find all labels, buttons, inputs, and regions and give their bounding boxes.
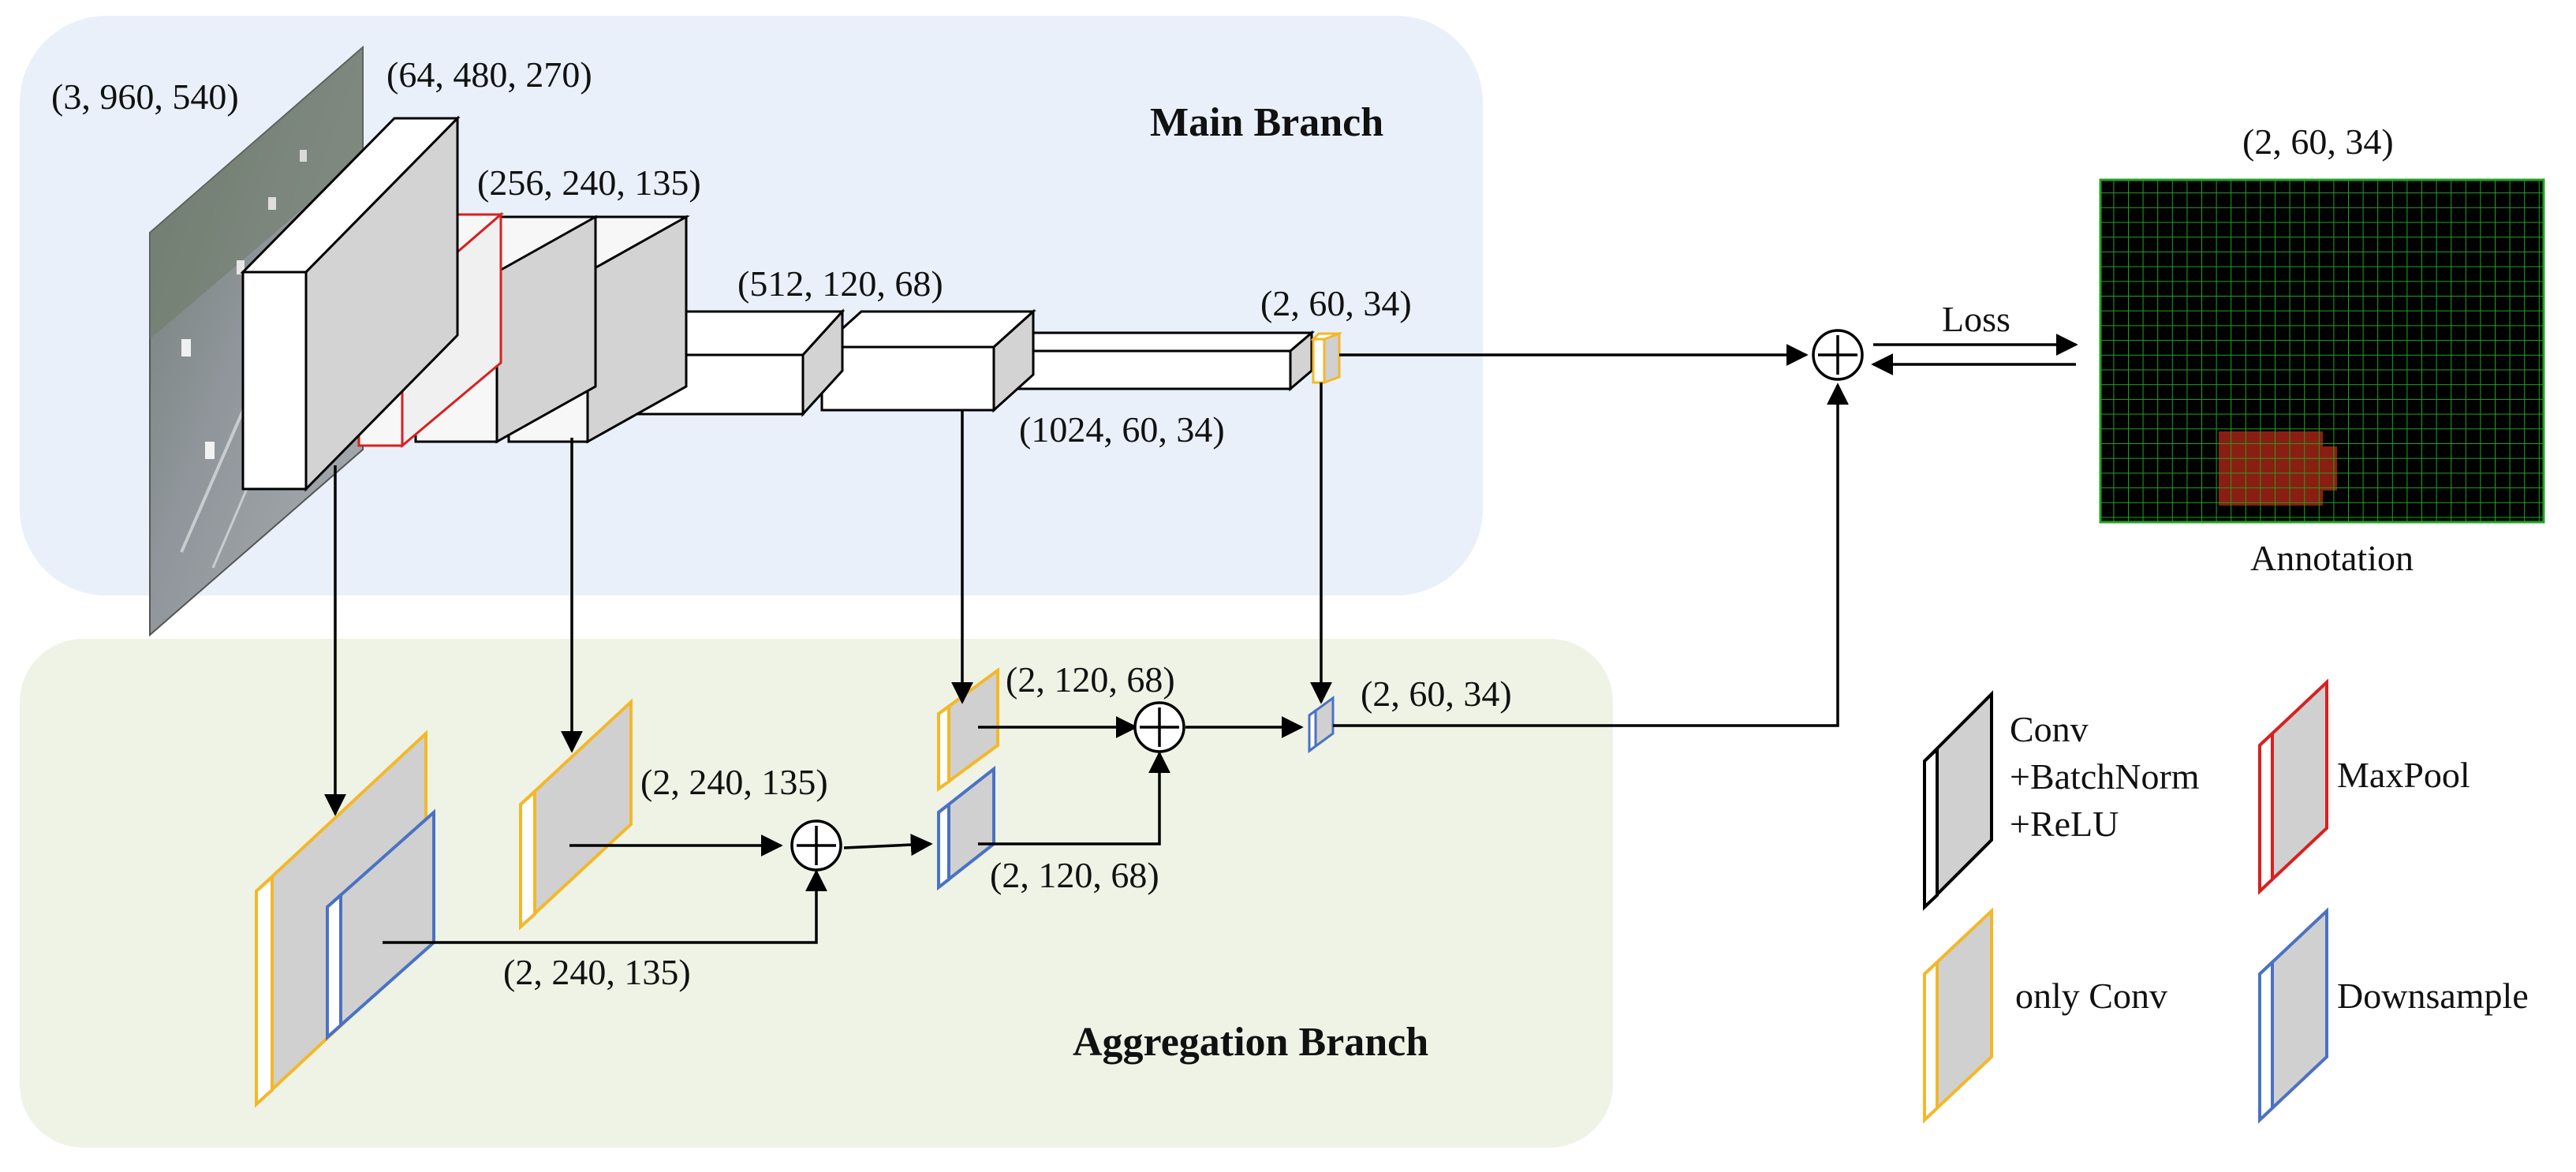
label-agg1-shape: (2, 240, 135) bbox=[503, 952, 691, 992]
label-input-shape: (3, 960, 540) bbox=[51, 77, 239, 117]
label-main-output-shape: (2, 60, 34) bbox=[1260, 283, 1412, 323]
label-agg3-bottom-shape: (2, 120, 68) bbox=[990, 855, 1159, 895]
loss-label: Loss bbox=[1942, 299, 2010, 339]
legend-downsample-label: Downsample bbox=[2337, 976, 2529, 1016]
annotation-grid bbox=[2099, 178, 2545, 524]
legend-conv-bn-relu-swatch bbox=[1923, 690, 1993, 911]
aggregation-branch-title: Aggregation Branch bbox=[1073, 1020, 1428, 1065]
legend-conv-line2: +BatchNorm bbox=[2010, 756, 2200, 797]
legend-downsample-swatch bbox=[2258, 907, 2328, 1124]
sum-node-2 bbox=[1133, 701, 1185, 753]
label-annotation-shape: (2, 60, 34) bbox=[2242, 121, 2394, 162]
legend-only-conv-swatch bbox=[1923, 907, 1993, 1124]
agg-block-3-downsample bbox=[937, 765, 995, 891]
label-agg4-shape: (2, 60, 34) bbox=[1361, 674, 1512, 714]
main-block-conv3b bbox=[819, 308, 1036, 413]
main-branch-title: Main Branch bbox=[1150, 100, 1383, 145]
agg-block-2-conv bbox=[519, 698, 633, 931]
main-block-output bbox=[1310, 331, 1342, 385]
label-conv1-shape: (64, 480, 270) bbox=[386, 54, 592, 95]
annotation-caption: Annotation bbox=[2250, 538, 2414, 578]
sum-node-final bbox=[1812, 329, 1864, 381]
label-agg3-top-shape: (2, 120, 68) bbox=[1006, 659, 1175, 700]
agg-block-3-conv bbox=[937, 667, 999, 792]
label-conv2-shape: (256, 240, 135) bbox=[477, 162, 701, 203]
legend-maxpool-swatch bbox=[2258, 678, 2328, 895]
sum-node-1 bbox=[790, 819, 842, 872]
legend-maxpool-label: MaxPool bbox=[2337, 755, 2470, 795]
legend-conv-line3: +ReLU bbox=[2010, 804, 2119, 844]
main-block-conv4 bbox=[1002, 330, 1316, 392]
legend-only-conv-label: only Conv bbox=[2015, 976, 2167, 1016]
main-block-conv1 bbox=[240, 115, 461, 492]
label-conv3-shape: (512, 120, 68) bbox=[737, 263, 943, 304]
label-agg2-shape: (2, 240, 135) bbox=[640, 762, 828, 802]
connection-arrows bbox=[324, 334, 2078, 944]
legend-conv-line1: Conv bbox=[2010, 709, 2089, 749]
label-conv4-shape: (1024, 60, 34) bbox=[1019, 409, 1225, 450]
